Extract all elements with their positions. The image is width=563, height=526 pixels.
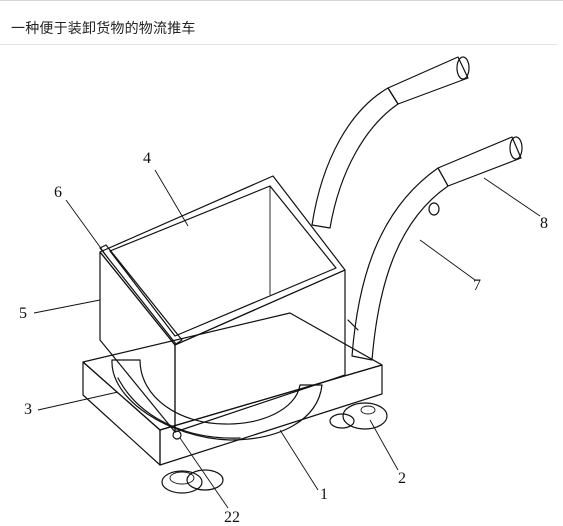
rear-wheel (329, 402, 388, 430)
handle-front (351, 136, 523, 361)
label-6: 6 (54, 184, 62, 201)
cargo-box (99, 175, 346, 433)
base-platform (82, 312, 383, 466)
page-title: 一种便于装卸货物的物流推车 (11, 21, 196, 37)
label-3: 3 (24, 401, 32, 418)
handle-rear (311, 56, 470, 229)
label-4: 4 (143, 150, 151, 167)
turntable-mesh (111, 359, 323, 441)
label-7: 7 (473, 277, 481, 294)
front-wheel-right (186, 469, 224, 491)
side-door-strip (99, 244, 183, 440)
top-border (0, 0, 563, 1)
label-5: 5 (19, 305, 27, 322)
label-8: 8 (540, 215, 548, 232)
label-22: 22 (224, 509, 240, 526)
leader-lines (33, 169, 541, 509)
label-2: 2 (398, 470, 406, 487)
front-wheel-left (161, 470, 203, 494)
label-1: 1 (320, 486, 328, 503)
title-divider (0, 44, 557, 45)
cart-diagram: 4 6 5 3 1 2 7 8 22 (19, 56, 548, 526)
handle-joint (347, 319, 359, 331)
